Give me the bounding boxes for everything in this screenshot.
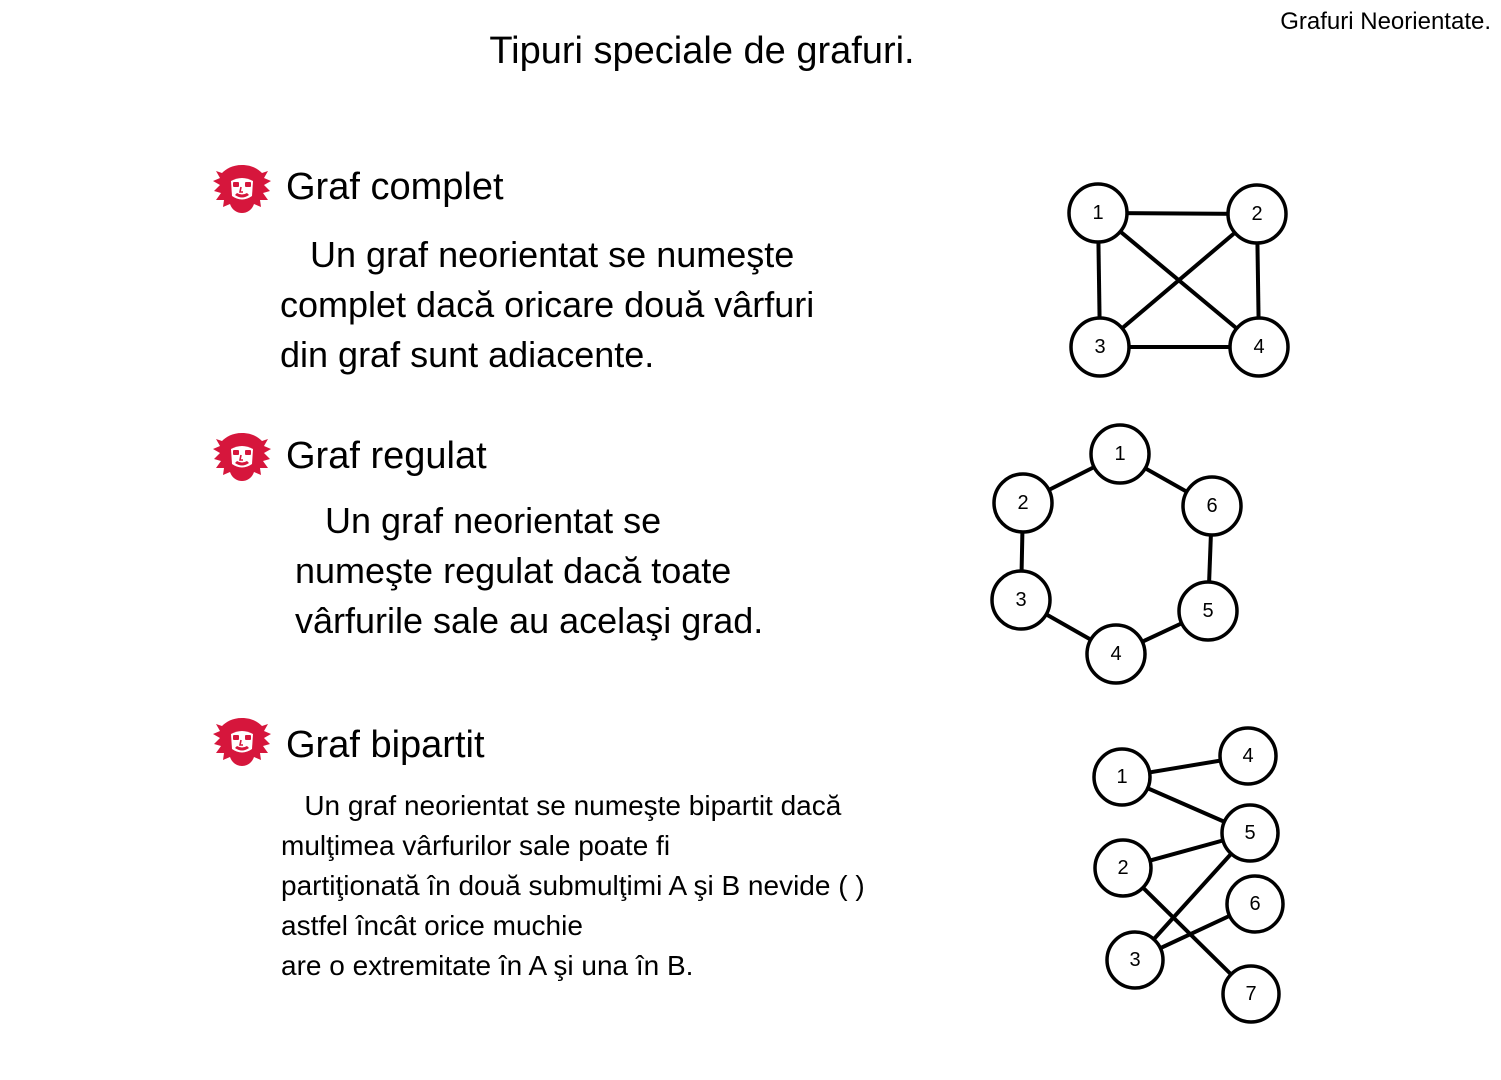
mascot-face-icon bbox=[213, 165, 271, 213]
graph-node-label: 6 bbox=[1206, 495, 1217, 517]
graph-node-3: 3 bbox=[1105, 930, 1165, 990]
graph-node-4: 4 bbox=[1218, 726, 1278, 786]
graph-node-circle bbox=[1226, 183, 1288, 245]
graph-node-label: 3 bbox=[1129, 949, 1140, 971]
graph-node-circle bbox=[990, 569, 1052, 631]
definition-graf-regulat: Un graf neorientat se numeşte regulat da… bbox=[295, 500, 764, 641]
graph-node-label: 2 bbox=[1251, 203, 1262, 225]
graph-node-label: 1 bbox=[1114, 443, 1125, 465]
graph-node-5: 5 bbox=[1177, 580, 1239, 642]
graph-edge-2-7 bbox=[1121, 866, 1253, 996]
graph-node-6: 6 bbox=[1225, 874, 1285, 934]
graph-node-label: 3 bbox=[1094, 336, 1105, 358]
graph-node-circle bbox=[992, 472, 1054, 534]
regular-graph-diagram: 1 2 3 4 5 6 bbox=[990, 423, 1243, 685]
graph-node-label: 1 bbox=[1092, 202, 1103, 224]
graph-node-4: 4 bbox=[1228, 316, 1290, 378]
complete-graph-diagram: 1 2 3 4 bbox=[1067, 182, 1290, 378]
graph-node-1: 1 bbox=[1092, 747, 1152, 807]
graph-node-circle bbox=[1225, 874, 1285, 934]
graph-node-1: 1 bbox=[1067, 182, 1129, 244]
graph-node-label: 4 bbox=[1242, 745, 1253, 767]
graph-node-label: 5 bbox=[1202, 600, 1213, 622]
header-corner-label: Grafuri Neorientate. bbox=[1280, 8, 1491, 35]
graph-node-label: 2 bbox=[1017, 492, 1028, 514]
graph-node-label: 7 bbox=[1245, 983, 1256, 1005]
graph-node-5: 5 bbox=[1220, 803, 1280, 863]
graph-node-circle bbox=[1093, 838, 1153, 898]
graph-node-circle bbox=[1092, 747, 1152, 807]
graph-node-circle bbox=[1067, 182, 1129, 244]
heading-graf-bipartit: Graf bipartit bbox=[286, 724, 485, 766]
graph-node-label: 2 bbox=[1117, 857, 1128, 879]
graph-node-label: 4 bbox=[1110, 643, 1121, 665]
graph-node-6: 6 bbox=[1181, 475, 1243, 537]
graph-node-label: 3 bbox=[1015, 589, 1026, 611]
mascot-face-icon bbox=[213, 433, 271, 481]
heading-graf-regulat: Graf regulat bbox=[286, 435, 487, 477]
graph-node-4: 4 bbox=[1085, 623, 1147, 685]
graph-node-3: 3 bbox=[990, 569, 1052, 631]
mascot-face-icon bbox=[213, 718, 271, 766]
slide-title: Tipuri speciale de grafuri. bbox=[489, 30, 915, 72]
graph-node-label: 1 bbox=[1116, 766, 1127, 788]
graph-node-circle bbox=[1181, 475, 1243, 537]
definition-graf-bipartit: Un graf neorientat se numeşte bipartit d… bbox=[281, 790, 865, 981]
graph-node-2: 2 bbox=[992, 472, 1054, 534]
graph-node-circle bbox=[1228, 316, 1290, 378]
graph-node-circle bbox=[1221, 964, 1281, 1024]
graph-node-2: 2 bbox=[1226, 183, 1288, 245]
graph-edge-2-3 bbox=[1098, 212, 1259, 349]
graph-node-circle bbox=[1069, 316, 1131, 378]
graph-node-circle bbox=[1177, 580, 1239, 642]
graph-node-circle bbox=[1089, 423, 1151, 485]
heading-graf-complet: Graf complet bbox=[286, 166, 504, 208]
bipartite-graph-diagram: 1 2 3 4 5 6 7 bbox=[1092, 726, 1285, 1024]
graph-node-1: 1 bbox=[1089, 423, 1151, 485]
graph-node-2: 2 bbox=[1093, 838, 1153, 898]
graph-node-label: 4 bbox=[1253, 336, 1264, 358]
graph-node-circle bbox=[1085, 623, 1147, 685]
graph-node-7: 7 bbox=[1221, 964, 1281, 1024]
definition-graf-complet: Un graf neorientat se numeşte complet da… bbox=[280, 234, 815, 375]
graph-node-3: 3 bbox=[1069, 316, 1131, 378]
graph-node-circle bbox=[1220, 803, 1280, 863]
graph-node-label: 5 bbox=[1244, 822, 1255, 844]
graph-node-label: 6 bbox=[1249, 893, 1260, 915]
graph-node-circle bbox=[1105, 930, 1165, 990]
graph-node-circle bbox=[1218, 726, 1278, 786]
